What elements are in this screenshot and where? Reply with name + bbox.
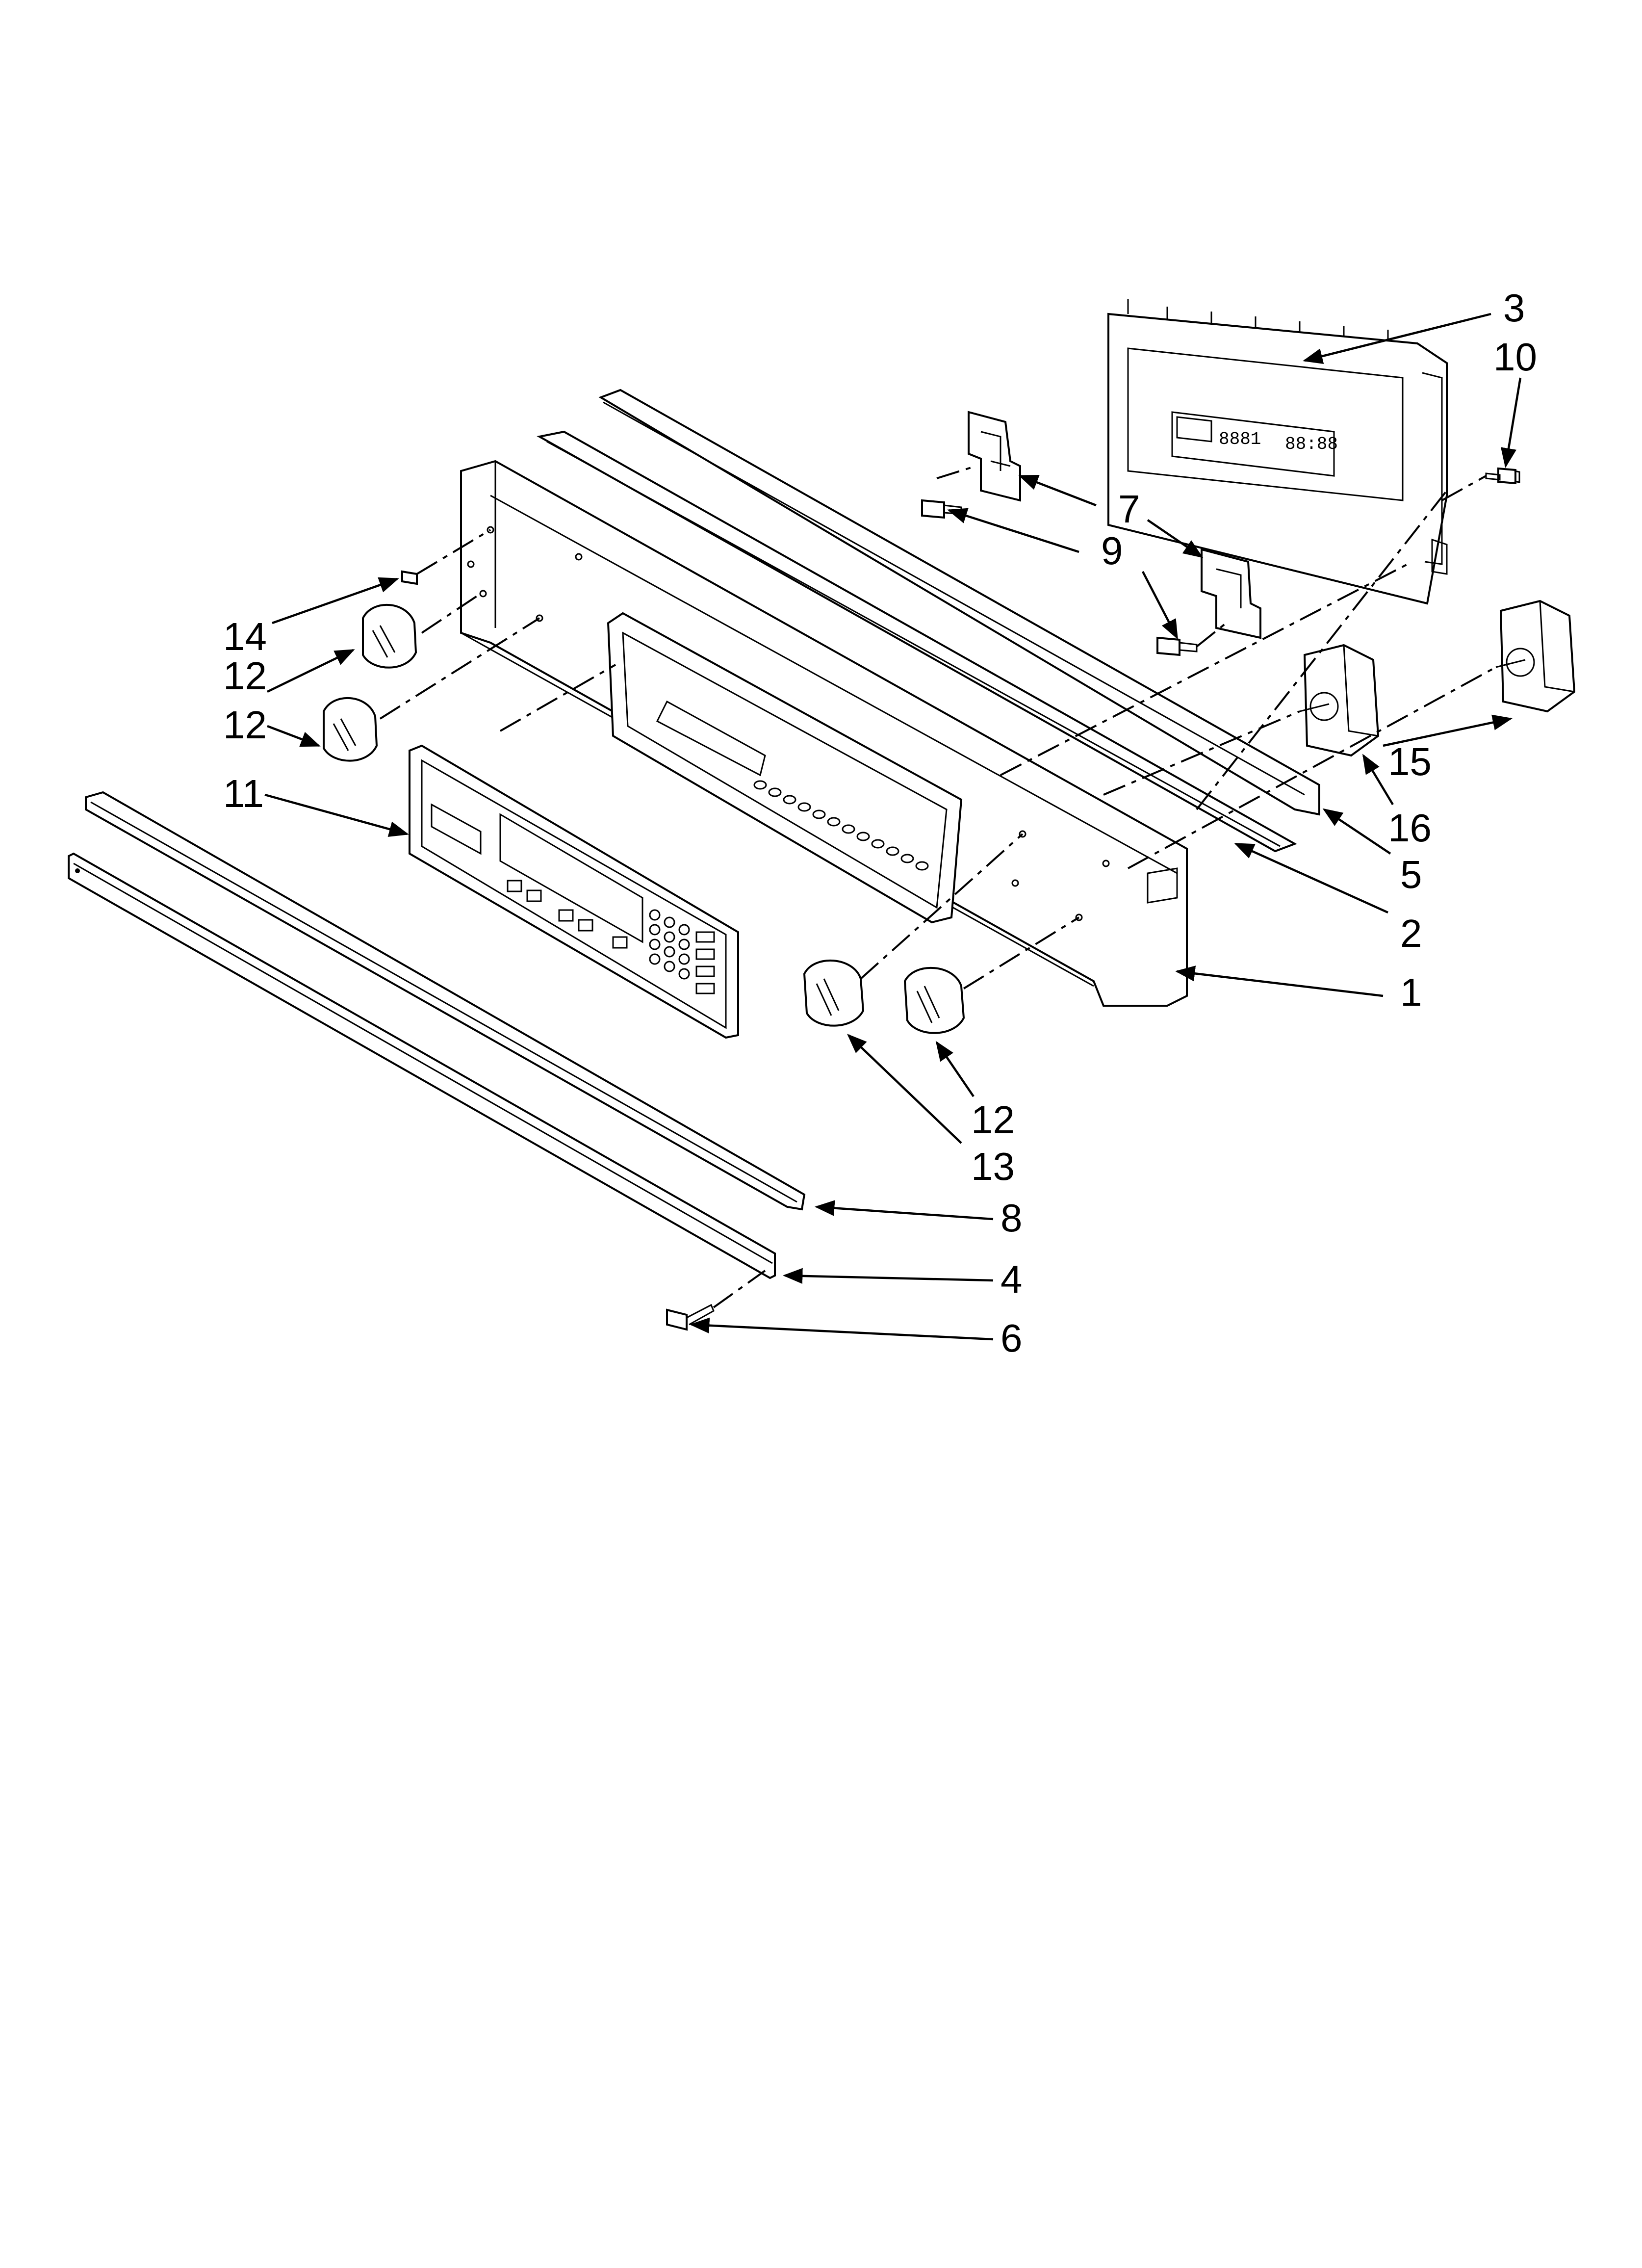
label-part-2: 2 xyxy=(1400,912,1422,955)
label-part-6: 6 xyxy=(1001,1316,1023,1360)
inner-strip-part-2 xyxy=(537,430,1297,853)
label-part-7: 7 xyxy=(1118,487,1140,531)
top-trim-part-5 xyxy=(598,389,1320,816)
part-labels: 3 10 7 9 14 12 12 11 15 16 5 2 1 12 13 8… xyxy=(223,286,1537,1360)
knob-part-12-lower-right xyxy=(903,966,965,1034)
screw-part-9b xyxy=(1156,636,1198,656)
label-part-13: 13 xyxy=(971,1145,1015,1188)
label-part-3: 3 xyxy=(1503,286,1525,330)
assembly-lines xyxy=(379,465,1496,1308)
knob-part-13-lower-center xyxy=(803,959,865,1027)
label-part-9: 9 xyxy=(1101,529,1123,573)
label-part-4: 4 xyxy=(1001,1257,1023,1301)
switch-part-15 xyxy=(1495,600,1576,713)
svg-text:8881: 8881 xyxy=(1219,429,1261,449)
bracket-part-7b xyxy=(1201,548,1261,639)
label-part-8: 8 xyxy=(1001,1196,1023,1240)
switch-part-16 xyxy=(1299,644,1380,757)
label-part-12-lower: 12 xyxy=(971,1098,1015,1142)
knob-part-12-upper-left xyxy=(362,603,417,669)
bracket-part-7a xyxy=(968,411,1021,502)
leader-lines xyxy=(264,313,1522,1341)
label-part-15: 15 xyxy=(1388,740,1432,783)
screw-part-14 xyxy=(401,570,418,585)
label-part-10: 10 xyxy=(1493,335,1537,379)
label-part-12-upper: 12 xyxy=(223,654,267,698)
keypad-overlay-part-11 xyxy=(409,744,739,1039)
svg-text:88:88: 88:88 xyxy=(1285,434,1338,454)
label-part-5: 5 xyxy=(1400,853,1422,896)
label-part-12-middle: 12 xyxy=(223,703,267,747)
label-part-14: 14 xyxy=(223,615,267,658)
screw-part-9a xyxy=(921,499,962,519)
control-board-part-3: 8881 88:88 xyxy=(1107,299,1448,605)
screw-part-10 xyxy=(1485,467,1520,485)
label-part-11: 11 xyxy=(223,772,264,815)
knob-part-12-middle-left xyxy=(323,697,378,762)
lower-strip-part-4 xyxy=(68,852,776,1279)
label-part-1: 1 xyxy=(1400,970,1422,1014)
lower-trim-part-8 xyxy=(85,791,806,1211)
label-part-16: 16 xyxy=(1388,806,1432,850)
console-panel-part-1 xyxy=(460,460,1188,1007)
